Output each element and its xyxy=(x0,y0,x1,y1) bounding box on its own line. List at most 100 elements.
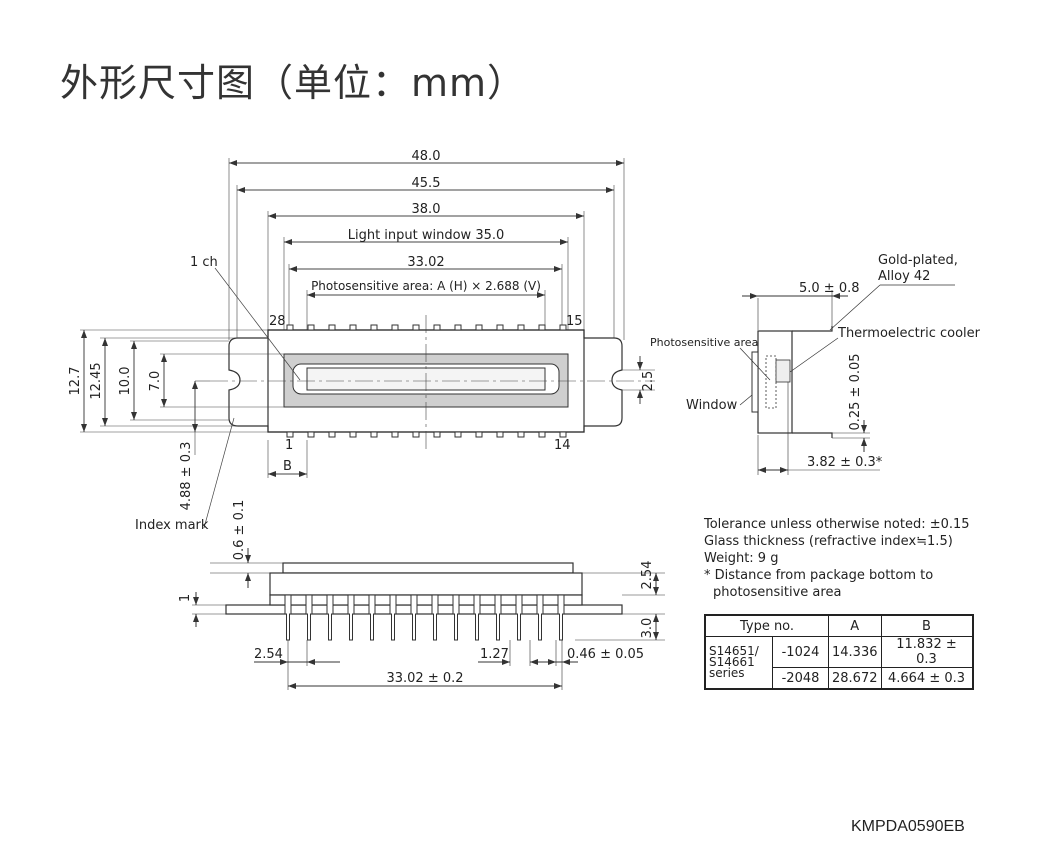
pin xyxy=(496,324,504,331)
lead-pin xyxy=(284,594,292,641)
lead-pin xyxy=(326,594,334,641)
type-cell: -1024 xyxy=(772,636,829,668)
pin xyxy=(412,431,420,438)
dim-48-label: 48.0 xyxy=(412,149,441,164)
drawing-code: KMPDA0590EB xyxy=(851,818,965,835)
side-view xyxy=(739,284,955,475)
dim-45-5-label: 45.5 xyxy=(412,176,441,191)
pin xyxy=(475,431,483,438)
pin xyxy=(496,431,504,438)
lead-pin xyxy=(347,594,355,641)
thermo-label: Thermoelectric cooler xyxy=(837,326,981,341)
pin xyxy=(517,324,525,331)
dim-photosensitive-label: Photosensitive area: A (H) × 2.688 (V) xyxy=(311,279,541,293)
pin xyxy=(475,324,483,331)
lead-pin xyxy=(452,594,460,641)
photosensitive-area-label: Photosensitive area xyxy=(650,336,758,349)
pin xyxy=(328,324,336,331)
dim-B-label: B xyxy=(283,459,292,474)
pin xyxy=(412,324,420,331)
note-line: photosensitive area xyxy=(713,585,842,600)
dim-33-02-bottom-label: 33.02 ± 0.2 xyxy=(386,671,463,686)
pin-14-label: 14 xyxy=(554,438,571,453)
type-cell: -2048 xyxy=(772,667,829,690)
label-1ch: 1 ch xyxy=(190,255,218,270)
pin xyxy=(370,431,378,438)
front-view xyxy=(80,158,655,529)
page-title: 外形尺寸图（单位：mm） xyxy=(60,61,527,105)
dim-2-54-label: 2.54 xyxy=(254,647,283,662)
dim-38-label: 38.0 xyxy=(412,202,441,217)
lead-pin xyxy=(536,594,544,641)
front-pins xyxy=(286,324,567,438)
pin xyxy=(559,431,567,438)
dim-4-88-label: 4.88 ± 0.3 xyxy=(179,442,194,511)
note-line: Glass thickness (refractive index≒1.5) xyxy=(704,534,953,549)
pin xyxy=(559,324,567,331)
lead-pin xyxy=(473,594,481,641)
lead-pin xyxy=(305,594,313,641)
header-B: B xyxy=(880,614,973,637)
pin xyxy=(391,324,399,331)
lead-pin xyxy=(557,594,565,641)
dim-33-02-label: 33.02 xyxy=(407,255,444,270)
dim-5-label: 5.0 ± 0.8 xyxy=(799,281,860,296)
lead-pin xyxy=(368,594,376,641)
pin xyxy=(349,431,357,438)
pin xyxy=(307,431,315,438)
b-cell: 11.832 ± 0.3 xyxy=(880,636,973,668)
dim-3-0-label: 3.0 xyxy=(640,618,655,639)
dim-0-6-label: 0.6 ± 0.1 xyxy=(232,500,247,561)
pin xyxy=(517,431,525,438)
pin xyxy=(538,431,546,438)
a-cell: 14.336 xyxy=(828,636,882,668)
dim-2-54-right-label: 2.54 xyxy=(640,561,655,590)
notes-block: Tolerance unless otherwise noted: ±0.15 … xyxy=(704,516,970,601)
pin xyxy=(454,324,462,331)
dim-2-5-label: 2.5 xyxy=(641,371,656,392)
dim-1-label: 1 xyxy=(178,594,193,602)
dim-3-82-label: 3.82 ± 0.3* xyxy=(807,455,883,470)
dim-12-45-label: 12.45 xyxy=(89,362,104,399)
dim-7-label: 7.0 xyxy=(148,371,163,392)
window-label: Window xyxy=(686,398,738,413)
pin xyxy=(391,431,399,438)
dim-window-label: Light input window 35.0 xyxy=(348,228,505,243)
dim-0-25-label: 0.25 ± 0.05 xyxy=(848,353,863,430)
lead-pin xyxy=(410,594,418,641)
pin xyxy=(538,324,546,331)
index-mark-label: Index mark xyxy=(135,518,209,533)
b-cell: 4.664 ± 0.3 xyxy=(880,667,973,690)
pin xyxy=(433,324,441,331)
dim-12-7-label: 12.7 xyxy=(68,367,83,396)
a-cell: 28.672 xyxy=(828,667,882,690)
pin xyxy=(370,324,378,331)
lead-pin xyxy=(494,594,502,641)
pin xyxy=(286,324,294,331)
pin xyxy=(307,324,315,331)
dim-10-label: 10.0 xyxy=(118,367,133,396)
note-line: Weight: 9 g xyxy=(704,551,779,566)
pin-1-label: 1 xyxy=(285,438,293,453)
bottom-view xyxy=(192,548,665,690)
pin xyxy=(454,431,462,438)
lead-pin xyxy=(431,594,439,641)
alloy-label: Alloy 42 xyxy=(878,269,930,284)
note-line: Tolerance unless otherwise noted: ±0.15 xyxy=(704,517,970,532)
gold-plated-label: Gold-plated, xyxy=(878,253,958,268)
note-line: * Distance from package bottom to xyxy=(704,568,934,583)
bottom-pins xyxy=(284,594,565,641)
pin xyxy=(286,431,294,438)
dim-1-27-label: 1.27 xyxy=(480,647,509,662)
pin-28-label: 28 xyxy=(269,314,286,329)
header-A: A xyxy=(828,614,882,637)
pin-15-label: 15 xyxy=(566,314,583,329)
lead-pin xyxy=(515,594,523,641)
header-type: Type no. xyxy=(704,614,829,637)
pin xyxy=(433,431,441,438)
pin xyxy=(349,324,357,331)
pin xyxy=(328,431,336,438)
